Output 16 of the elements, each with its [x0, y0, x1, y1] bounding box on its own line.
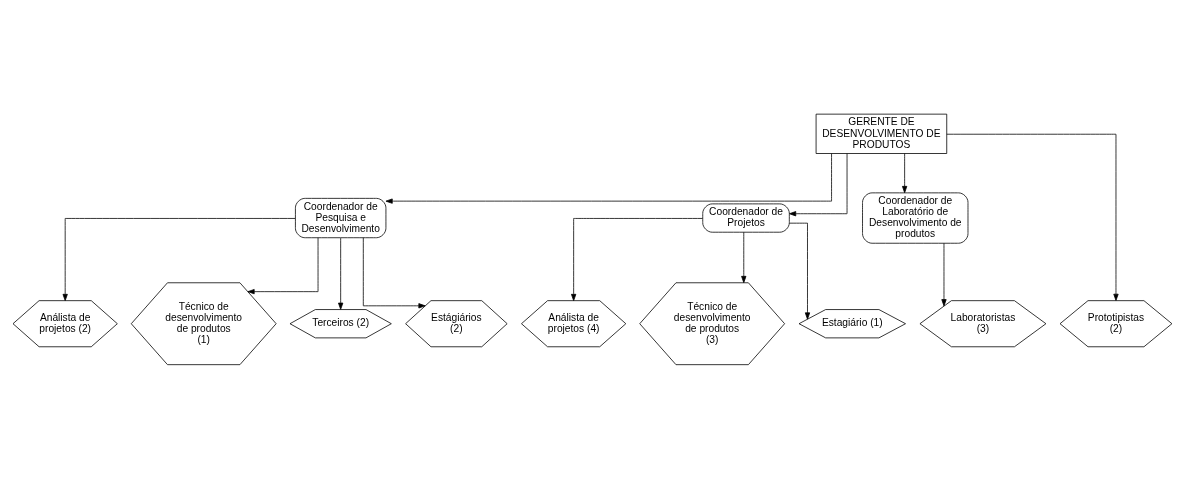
node-box: GERENTE DE DESENVOLVIMENTO DE PRODUTOS [815, 113, 948, 154]
arrow [362, 237, 426, 309]
arrow [946, 133, 1119, 301]
arrow [247, 237, 319, 295]
arrow [941, 242, 947, 307]
node-box: Coordenador de Laboratório de Desenvolvimento de produtos [862, 192, 969, 244]
node-box: Coordenador de Pesquisa e Desenvolvimento [295, 197, 387, 239]
arrow [338, 237, 344, 310]
arrow [789, 222, 811, 320]
arrow [741, 231, 747, 284]
arrow [385, 153, 832, 204]
arrow [789, 153, 848, 217]
arrow [902, 153, 908, 194]
arrow [62, 218, 296, 301]
node-box: Coordenador de Projetos [702, 203, 790, 233]
arrow [571, 218, 703, 301]
